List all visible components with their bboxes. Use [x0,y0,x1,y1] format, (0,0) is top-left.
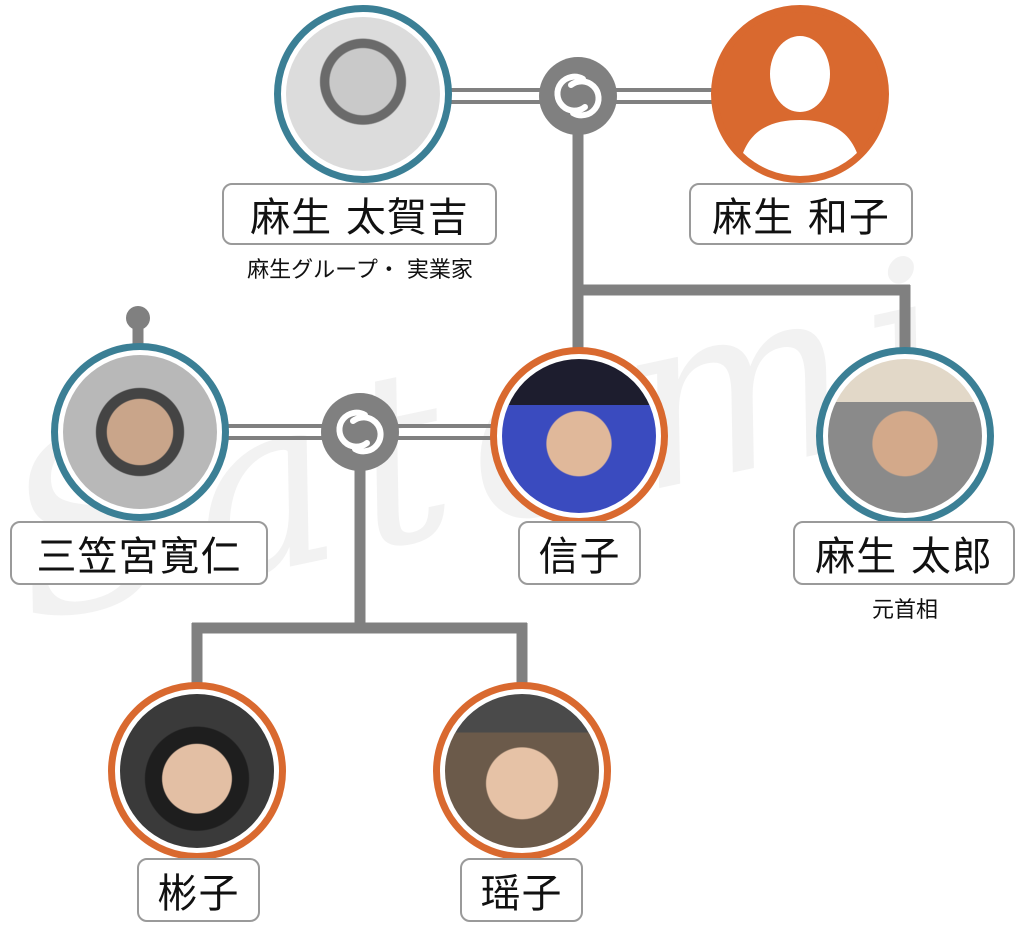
person-photo-kazuko[interactable] [711,5,889,183]
person-name-nobuko: 信子 [518,521,641,585]
person-photo-yoko[interactable] [433,682,611,860]
silhouette-icon [738,36,862,176]
person-name-kazuko: 麻生 和子 [689,183,913,245]
person-subtitle-takakichi: 麻生グループ・ 実業家 [247,258,473,283]
person-name-taro: 麻生 太郎 [793,521,1015,585]
person-photo-akiko[interactable] [108,682,286,860]
person-name-tomohito: 三笠宮寛仁 [10,521,268,585]
marriage-knot-icon [321,393,399,471]
marriage-knot-icon [539,57,617,135]
person-name-takakichi: 麻生 太賀吉 [222,183,497,245]
person-name-yoko: 瑶子 [460,858,583,922]
person-photo-nobuko[interactable] [490,347,668,525]
person-photo-takakichi[interactable] [274,5,452,183]
person-subtitle-taro: 元首相 [871,598,938,623]
person-name-akiko: 彬子 [137,858,260,922]
parent-stub-dot [126,306,150,330]
person-photo-taro[interactable] [816,347,994,525]
person-photo-tomohito[interactable] [51,343,229,521]
